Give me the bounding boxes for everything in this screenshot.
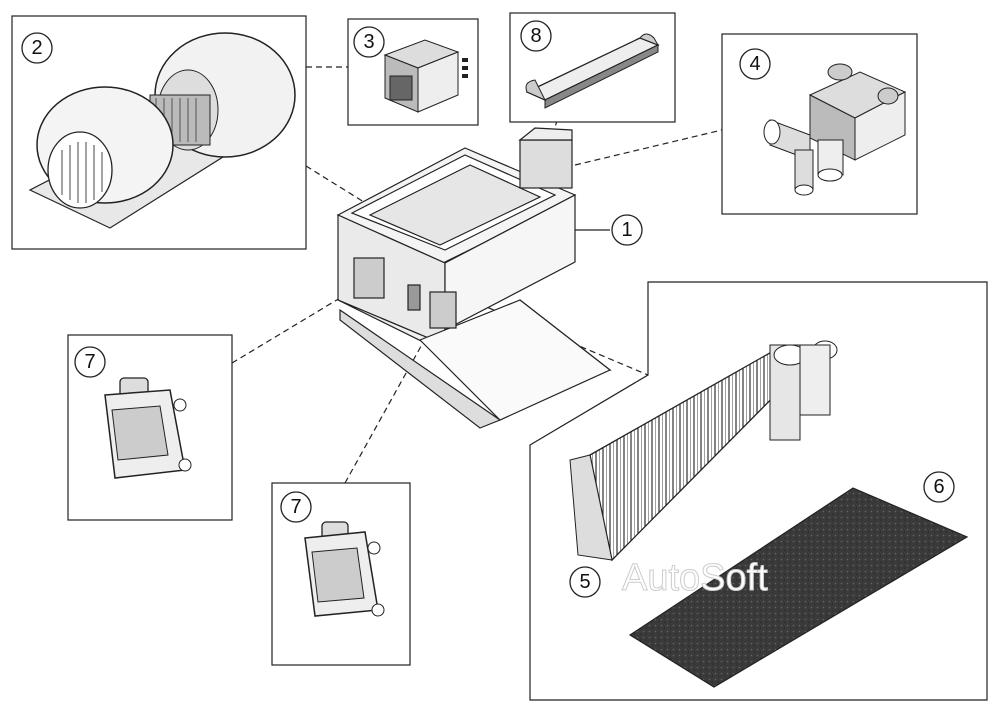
- callout-1-circle: [611, 214, 643, 246]
- callout-7b-circle: [280, 491, 312, 523]
- leader-7b: [344, 329, 431, 484]
- part-bracket-box: 8: [509, 12, 676, 123]
- callout-5-circle: [569, 566, 601, 598]
- box-frame: [529, 281, 988, 701]
- callout-2-circle: [21, 32, 53, 64]
- leader-4: [574, 129, 723, 166]
- callout-4-label: 4: [749, 53, 760, 75]
- part-actuator-left-box: 7: [67, 334, 233, 521]
- part-core-and-pad-box: 5 6: [529, 281, 988, 701]
- callout-1-label: 1: [621, 219, 632, 241]
- filter-pad: [628, 487, 969, 688]
- callout-3-circle: [353, 26, 385, 58]
- part-housing: [336, 127, 612, 429]
- callout-7a-circle: [74, 346, 106, 378]
- callout-4-circle: [739, 48, 771, 80]
- part-valve-box: 4: [721, 33, 918, 215]
- part-blower-box: 2: [11, 15, 307, 250]
- part-actuator-bottom-box: 7: [271, 482, 411, 666]
- callout-7b-label: 7: [290, 496, 301, 518]
- callout-3-label: 3: [363, 31, 374, 53]
- part-relay-box: 3: [347, 18, 479, 126]
- callout-5-label: 5: [579, 571, 590, 593]
- watermark: AutoSoft: [622, 557, 768, 599]
- callout-8-circle: [520, 20, 552, 52]
- callout-6-circle: [923, 471, 955, 503]
- leader-7a: [231, 294, 346, 364]
- callout-7a-label: 7: [84, 351, 95, 373]
- callout-6-label: 6: [933, 476, 944, 498]
- callout-8-label: 8: [530, 25, 541, 47]
- callout-2-label: 2: [31, 37, 42, 59]
